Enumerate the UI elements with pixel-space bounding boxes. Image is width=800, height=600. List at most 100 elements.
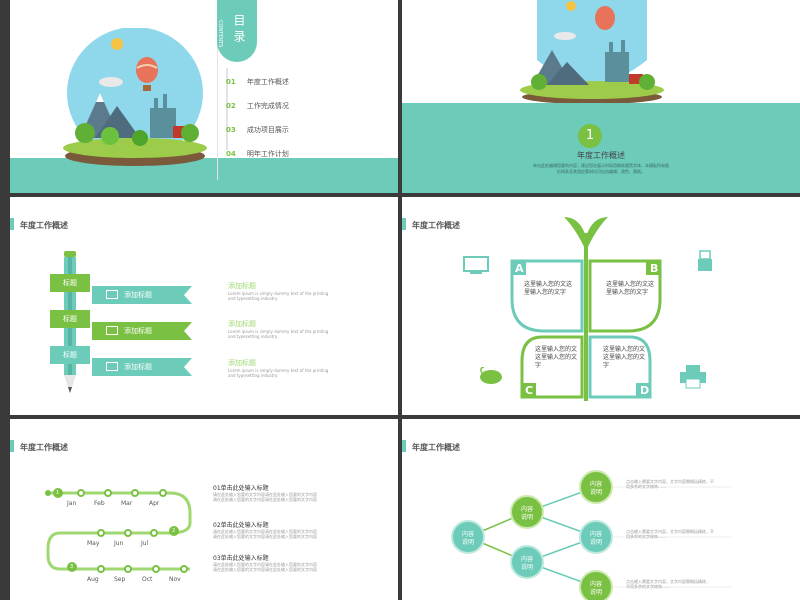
network-note: 点击输入需要文字内容，文字内容需概括精炼，不 用多余的文字修饰…… xyxy=(626,479,776,489)
contents-tab: CONTENTS 目录 xyxy=(217,0,257,62)
slide-section-1[interactable]: 1 年度工作概述 单击此处编辑您要的内容，建议您在展示时采用微软雅黑字体，本模板… xyxy=(402,0,800,193)
petal-letter-b: B xyxy=(650,262,659,275)
contents-item[interactable]: 02 工作完成情况 xyxy=(226,93,289,117)
ribbon-label: 添加标题 xyxy=(124,291,152,299)
item-text: and typesetting industry. xyxy=(228,373,278,378)
network-node[interactable]: 内容 说明 xyxy=(579,470,613,504)
petal-line: 字 xyxy=(535,362,542,369)
item-label: 成功项目展示 xyxy=(246,126,289,134)
slide-header: 年度工作概述 xyxy=(412,221,460,230)
timeline-marker: 1 xyxy=(56,490,60,496)
petal-line: 这里输入您的文 xyxy=(603,354,646,361)
section-number: 1 xyxy=(578,124,602,148)
petal-line: 里输入您的文字 xyxy=(606,289,649,296)
contents-item[interactable]: 01 年度工作概述 xyxy=(226,69,289,93)
teal-band xyxy=(402,103,800,193)
note-text: 请在此处输入您要的文字内容请在此处输入您要的文字内容 xyxy=(213,562,317,567)
timeline-marker: 2 xyxy=(172,528,176,534)
ribbon-tag: 标题 xyxy=(50,310,90,328)
node-label: 说明 xyxy=(461,539,474,546)
eco-city-illustration xyxy=(63,28,207,166)
item-label: 明年工作计划 xyxy=(246,150,289,158)
item-number: 02 xyxy=(226,102,236,110)
month-label: May xyxy=(87,540,100,547)
slide-header: 年度工作概述 xyxy=(20,443,68,452)
usb-icon xyxy=(698,250,712,271)
note-text: 请在此处输入您要的文字内容请在此处输入您要的文字内容 xyxy=(213,534,317,539)
month-label: Apr xyxy=(149,500,160,507)
network-node[interactable]: 内容 说明 xyxy=(579,520,613,554)
slide-contents[interactable]: CONTENTS 目录 01 年度工作概述 02 工作完成情况 03 成功项目展… xyxy=(10,0,398,193)
item-text: Lorem ipsum is simply dummy text of the … xyxy=(228,368,329,373)
note-text: 用多余的文字修饰…… xyxy=(626,484,666,489)
month-label: Aug xyxy=(87,576,99,583)
item-text: and typesetting industry. xyxy=(228,296,278,301)
ribbon-band: 添加标题 xyxy=(92,322,192,340)
slide-header: 年度工作概述 xyxy=(412,443,460,452)
contents-label: CONTENTS xyxy=(217,20,223,48)
petal-line: 字 xyxy=(603,362,610,369)
petal-letter-d: D xyxy=(640,384,650,397)
item-text: and typesetting industry. xyxy=(228,334,278,339)
month-label: Feb xyxy=(94,500,105,507)
ribbon-label: 添加标题 xyxy=(124,363,152,371)
network-node[interactable]: 内容 说明 xyxy=(579,570,613,600)
section-desc-line2: 形线条及其相应素材均可自由编辑、改色、替换。 xyxy=(557,169,645,174)
text-item: 添加标题 Lorem ipsum is simply dummy text of… xyxy=(228,358,368,378)
timeline-note: 03单击此处输入标题 请在此处输入您要的文字内容请在此处输入您要的文字内容 请在… xyxy=(213,553,393,572)
monitor-icon xyxy=(106,326,118,335)
ribbon-tag: 标题 xyxy=(50,346,90,364)
ribbon-label: 添加标题 xyxy=(124,327,152,335)
contents-item[interactable]: 04 明年工作计划 xyxy=(226,141,289,165)
month-label: Oct xyxy=(142,576,153,583)
month-label: Jun xyxy=(114,540,124,547)
header-bar xyxy=(402,218,406,230)
monitor-icon xyxy=(463,256,489,274)
month-label: Jan xyxy=(67,500,77,507)
network-node[interactable]: 内容 说明 xyxy=(451,520,485,554)
item-title: 添加标题 xyxy=(228,359,256,367)
month-label: Sep xyxy=(114,576,126,583)
note-title: 02单击此处输入标题 xyxy=(213,522,269,529)
contents-list: 01 年度工作概述 02 工作完成情况 03 成功项目展示 04 明年工作计划 xyxy=(226,69,289,165)
video-icon xyxy=(106,290,118,299)
month-label: Mar xyxy=(121,500,133,507)
petal-text-a: 这里输入您的文这 里输入您的文字 xyxy=(524,281,586,297)
month-label: Nov xyxy=(169,576,181,583)
item-label: 工作完成情况 xyxy=(246,102,289,110)
node-label: 内容 xyxy=(520,556,533,563)
text-item: 添加标题 Lorem ipsum is simply dummy text of… xyxy=(228,319,368,339)
item-number: 03 xyxy=(226,126,236,134)
note-text: 点击输入需要文字内容，文字内容需概括精炼， xyxy=(626,579,710,584)
slide-network[interactable]: 年度工作概述 内容 说明 内容 说明 内容 说明 内容 说明 内容 说明 内容 … xyxy=(402,419,800,600)
slide-header: 年度工作概述 xyxy=(20,221,68,230)
petal-text-d: 这里输入您的文 这里输入您的文 字 xyxy=(603,346,659,370)
petal-line: 这里输入您的文这 xyxy=(524,281,573,288)
slide-ribbons[interactable]: 年度工作概述 标题 添加标题 标题 添加标题 标题 添加标题 添加标题 Lore… xyxy=(10,197,398,415)
petal-line: 这里输入您的文这 xyxy=(606,281,655,288)
node-label: 内容 xyxy=(461,531,474,538)
ribbon-band: 添加标题 xyxy=(92,286,192,304)
item-title: 添加标题 xyxy=(228,282,256,290)
butterfly-diagram xyxy=(510,217,662,401)
note-text: 请在此处输入您要的文字内容请在此处输入您要的文字内容 xyxy=(213,492,317,497)
timeline-note: 02单击此处输入标题 请在此处输入您要的文字内容请在此处输入您要的文字内容 请在… xyxy=(213,520,393,539)
timeline-track xyxy=(45,488,192,573)
slide-timeline[interactable]: 年度工作概述 1 2 3 Jan Feb Mar Apr May Jun Jul… xyxy=(10,419,398,600)
node-label: 内容 xyxy=(589,531,602,538)
note-text: 点击输入需要文字内容，文字内容需概括精炼，不 xyxy=(626,479,714,484)
node-label: 说明 xyxy=(589,489,602,496)
printer-icon xyxy=(680,365,706,389)
note-text: 请在此处输入您要的文字内容请在此处输入您要的文字内容 xyxy=(213,497,317,502)
header-bar xyxy=(10,218,14,230)
petal-line: 这里输入您的文 xyxy=(535,346,578,353)
note-text: 不用多余的文字修饰…… xyxy=(626,584,670,589)
network-node[interactable]: 内容 说明 xyxy=(510,545,544,579)
text-item: 添加标题 Lorem ipsum is simply dummy text of… xyxy=(228,281,368,301)
slide-butterfly[interactable]: 年度工作概述 A B C D 这里输入您的文这 里输入您的文字 这里输入您的文这… xyxy=(402,197,800,415)
contents-item[interactable]: 03 成功项目展示 xyxy=(226,117,289,141)
eco-city-illustration xyxy=(520,0,664,103)
node-label: 说明 xyxy=(520,514,533,521)
network-node[interactable]: 内容 说明 xyxy=(510,495,544,529)
mouse-icon xyxy=(480,367,502,384)
